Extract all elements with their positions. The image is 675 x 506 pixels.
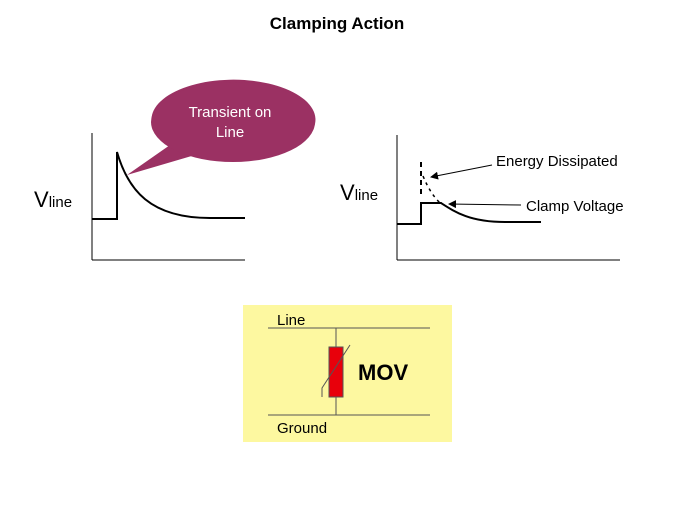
- vline-label: Vline: [340, 180, 378, 205]
- line-label: Line: [277, 312, 305, 329]
- clamped-waveform: [397, 202, 541, 225]
- bubble-text-1: Transient on: [189, 104, 272, 121]
- energy-arrow: [430, 164, 493, 180]
- clamp-voltage-label: Clamp Voltage: [526, 198, 624, 215]
- transient-speech-bubble: Transient on Line: [127, 79, 316, 175]
- bubble-text-2: Line: [216, 124, 244, 141]
- mov-circuit: Line Ground MOV: [243, 305, 452, 442]
- mov-component: [328, 346, 344, 398]
- transient-waveform: [92, 151, 245, 220]
- vline-label: Vline: [34, 187, 72, 212]
- varistor-slash: [321, 344, 351, 397]
- clamped-graph: Energy Dissipated Clamp Voltage Vline: [340, 135, 624, 261]
- circuit-background: [243, 305, 452, 442]
- mov-label: MOV: [358, 360, 408, 385]
- transient-graph: Vline Transient on Line: [34, 79, 316, 261]
- energy-dissipated-label: Energy Dissipated: [496, 153, 618, 170]
- ground-label: Ground: [277, 420, 327, 437]
- clamp-arrow: [448, 200, 522, 209]
- slide-title: Clamping Action: [270, 14, 404, 33]
- energy-decay-dashed: [422, 175, 441, 204]
